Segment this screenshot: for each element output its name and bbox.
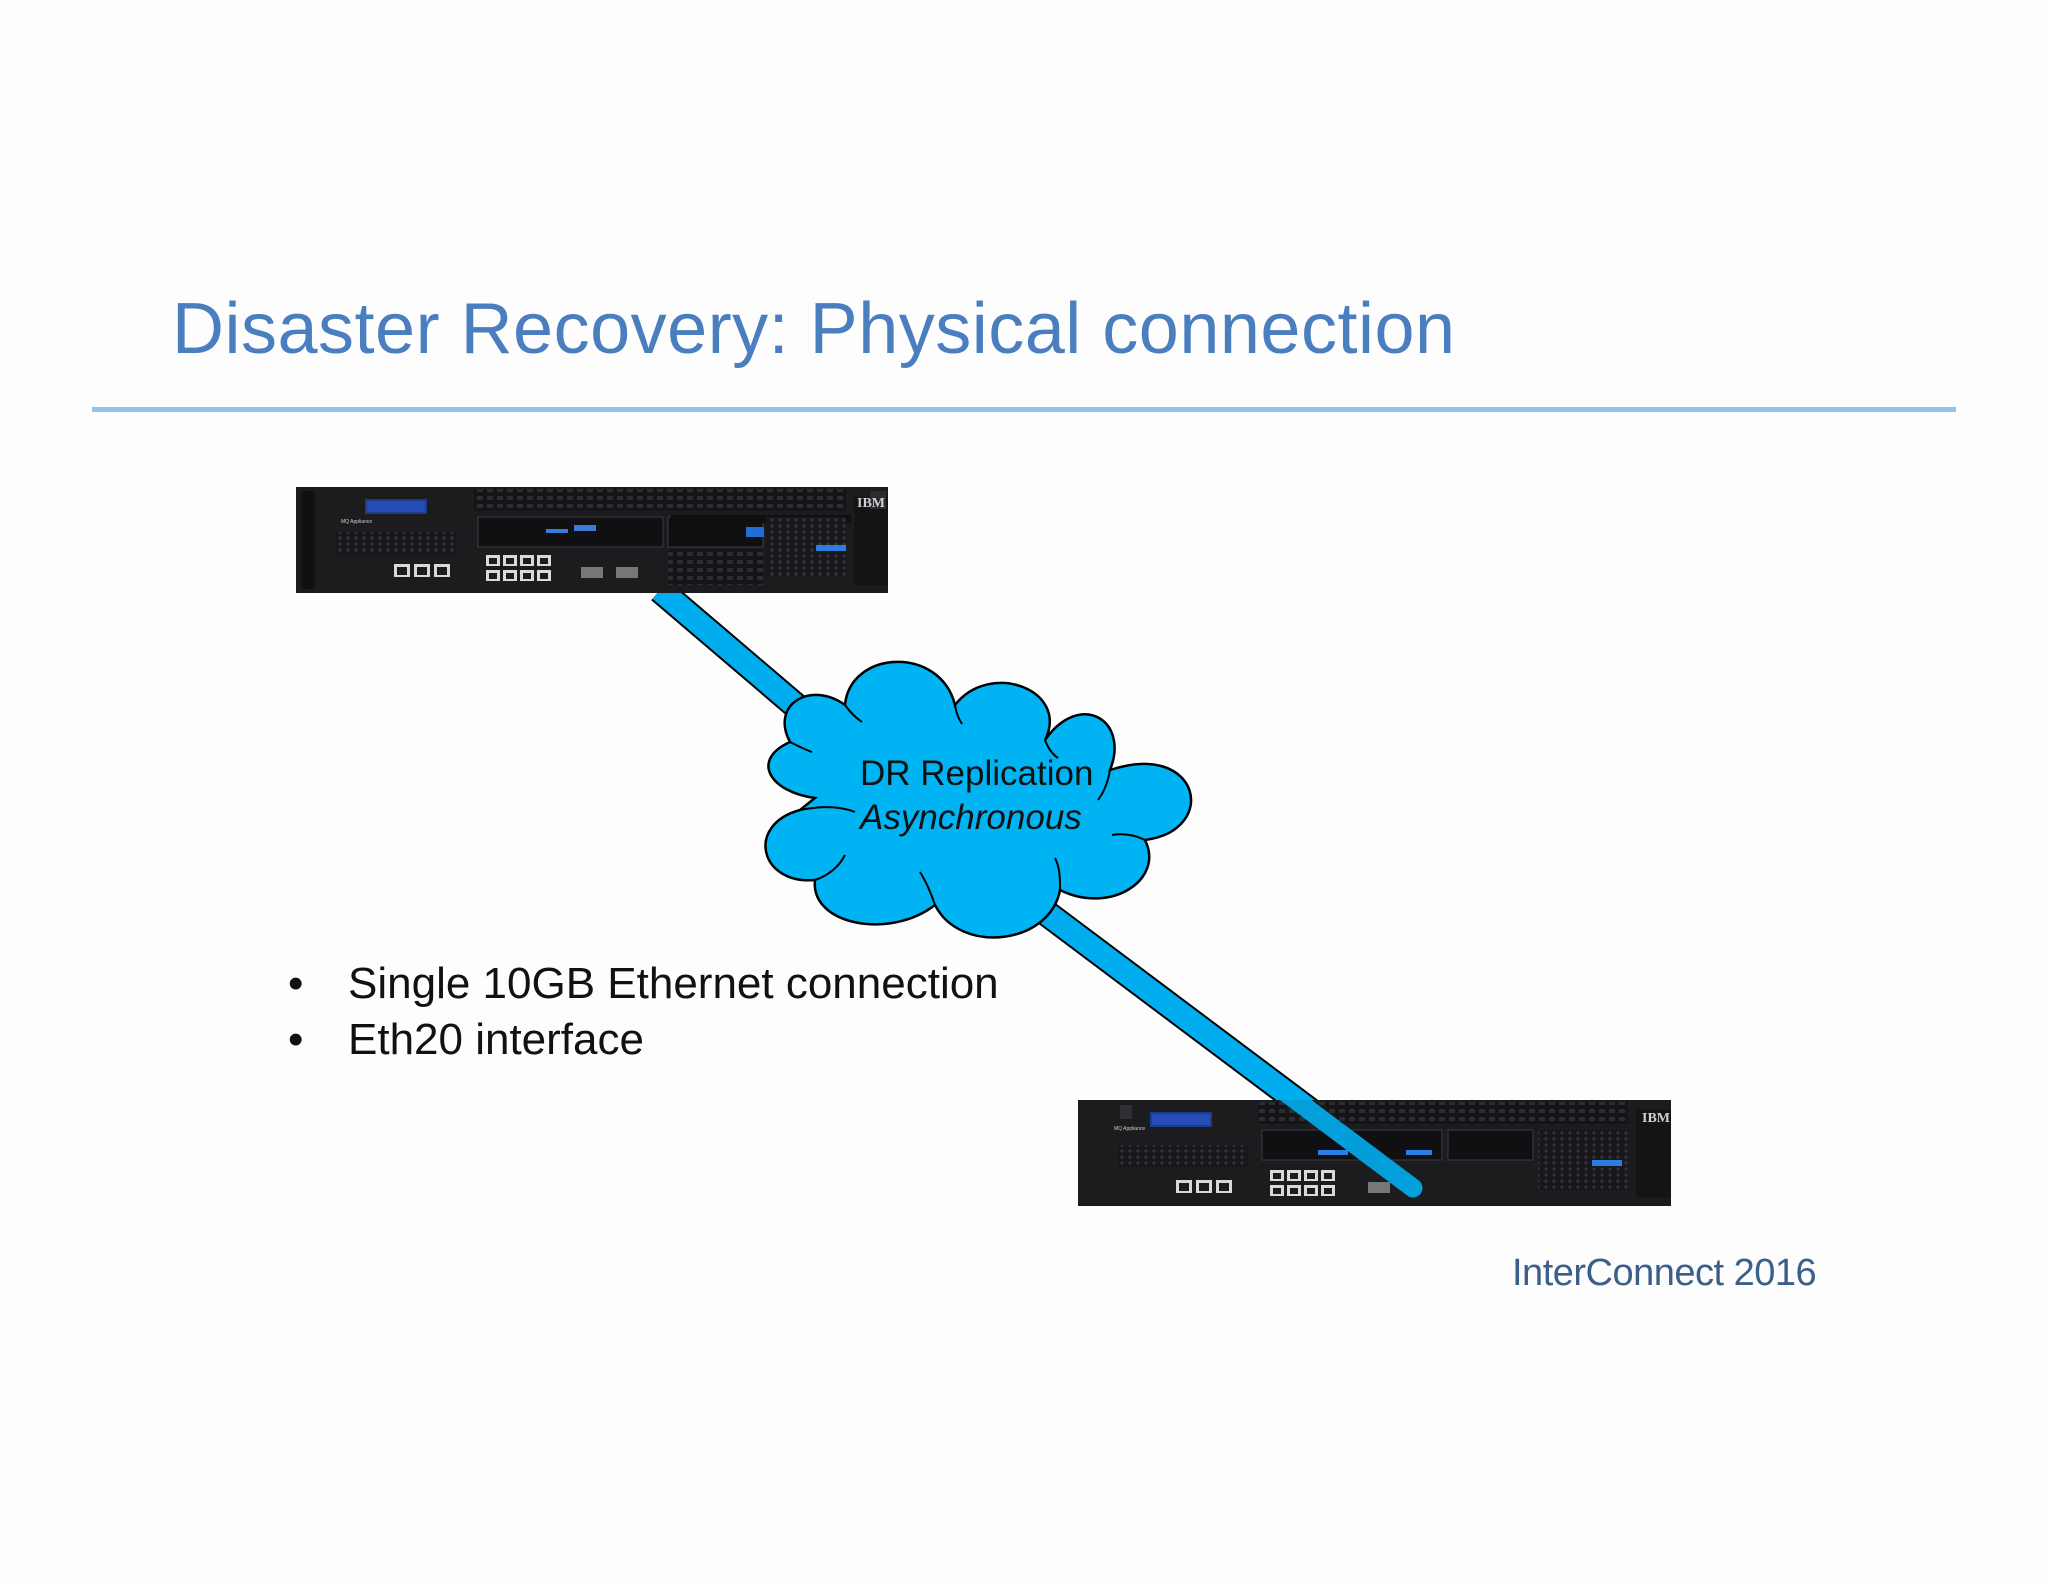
dr-replication-cloud (764, 660, 1193, 939)
model-label-dr: MQ Appliance (1114, 1126, 1145, 1132)
bullet-glyph: • (288, 959, 304, 1008)
brand-logo-dr: IBM (1642, 1111, 1670, 1126)
bullet-glyph: • (288, 1015, 304, 1064)
cloud-label-line1: DR Replication (860, 754, 1094, 793)
model-label-primary: MQ Appliance (341, 519, 372, 525)
brand-logo-primary: IBM (857, 496, 885, 511)
footer-event-name: InterConnect 2016 (1512, 1252, 1817, 1294)
appliance-primary: IBM MQ Appliance (296, 487, 888, 593)
bullet-item: • Eth20 interface (288, 1012, 999, 1068)
slide-title: Disaster Recovery: Physical connection (172, 289, 1456, 369)
bullet-text: Single 10GB Ethernet connection (348, 959, 999, 1008)
bullet-text: Eth20 interface (348, 1015, 644, 1064)
cloud-label-line2: Asynchronous (860, 798, 1082, 837)
bullet-list: • Single 10GB Ethernet connection • Eth2… (288, 956, 999, 1068)
cloud-label: DR Replication Asynchronous (860, 752, 1093, 840)
title-divider (92, 407, 1956, 412)
bullet-item: • Single 10GB Ethernet connection (288, 956, 999, 1012)
